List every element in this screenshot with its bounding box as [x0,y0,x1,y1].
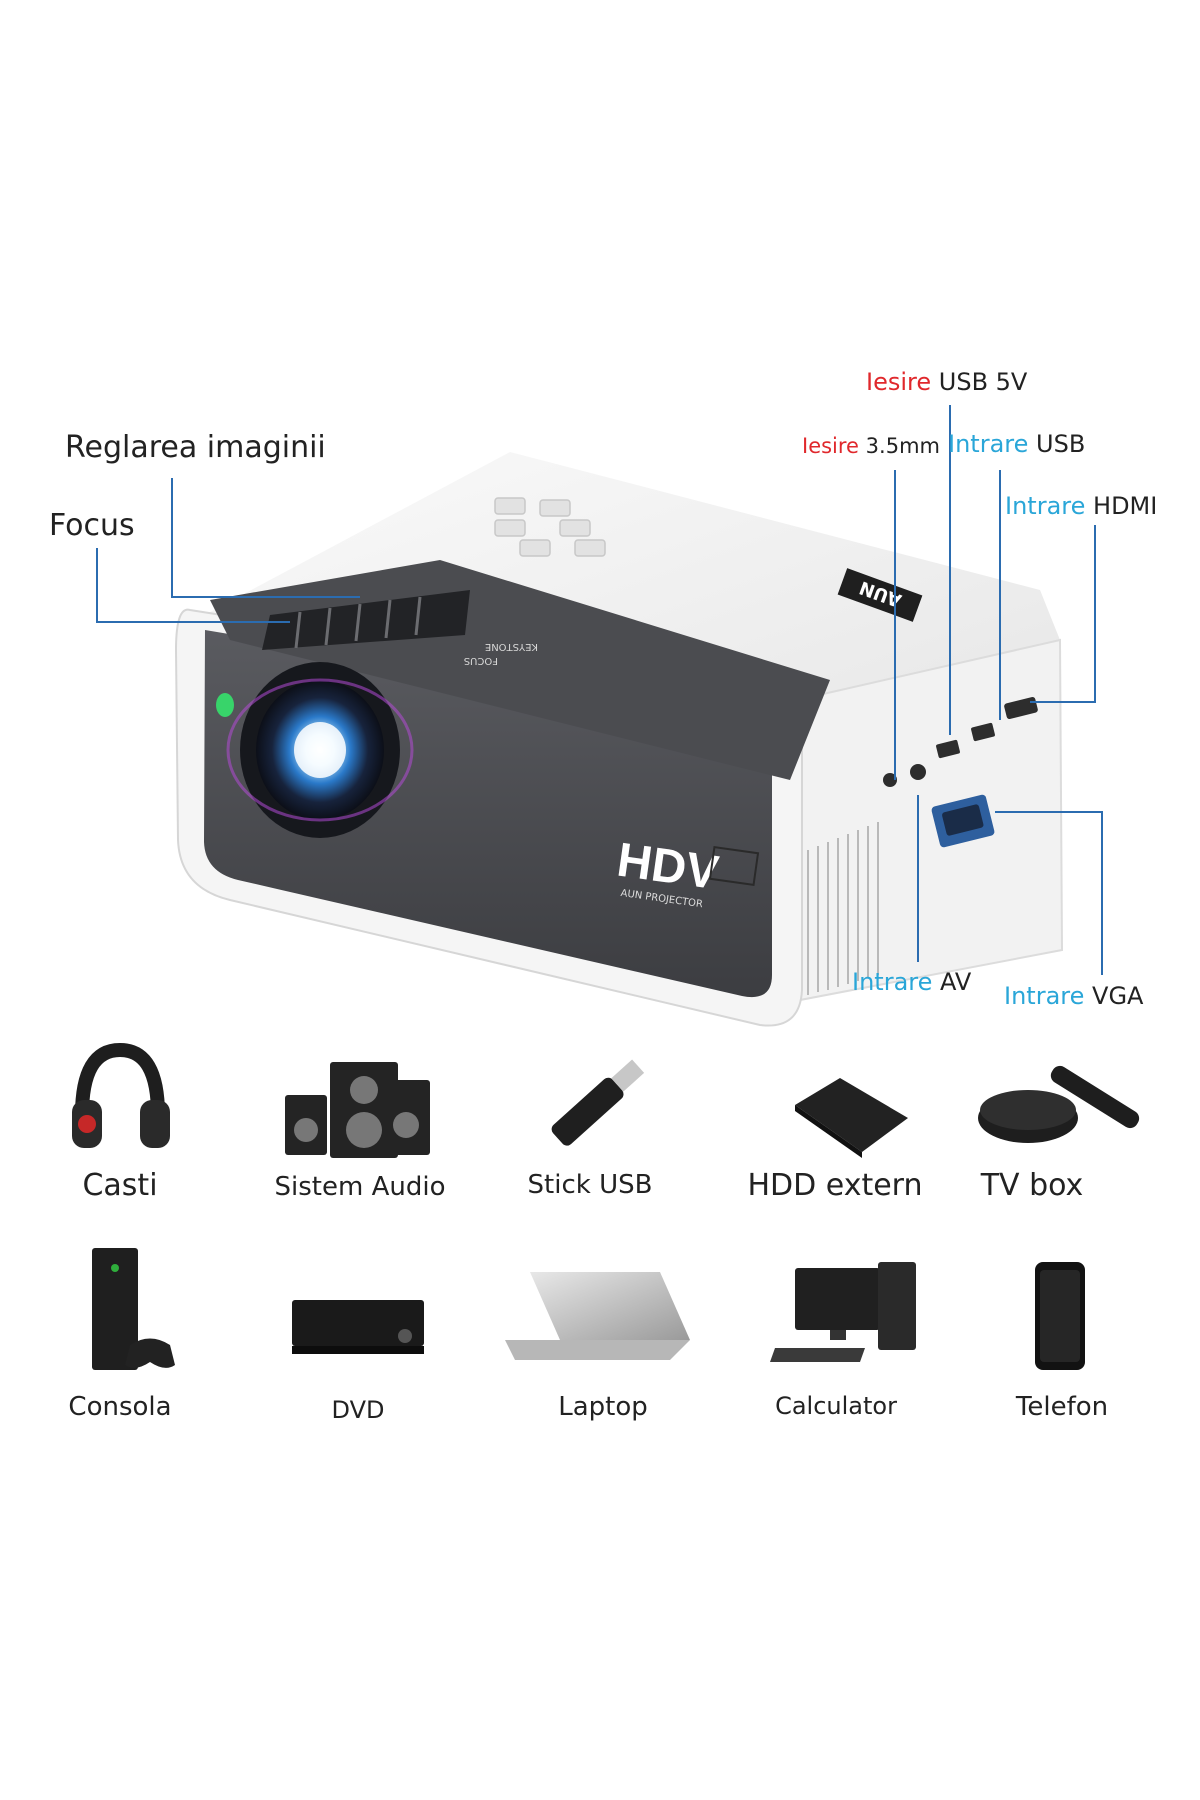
callout-usb-5v-prefix: Iesire [866,368,932,396]
laptop-icon [505,1272,690,1360]
device-label-computer: Calculator [775,1392,897,1420]
callout-usb-5v-output: Iesire USB 5V [866,368,1027,396]
callout-usb-input: Intrare USB [948,430,1085,458]
callout-focus: Focus [49,508,135,543]
callout-hdmi-rest: HDMI [1093,492,1158,520]
callout-vga-rest: VGA [1092,982,1144,1010]
device-label-console: Consola [68,1392,172,1422]
desktop-computer-icon [770,1262,916,1362]
device-label-tv-box: TV box [980,1168,1084,1203]
callout-image-adjust: Reglarea imaginii [65,430,326,465]
callout-av-rest: AV [940,968,972,996]
game-console-icon [92,1248,175,1370]
callout-audio-output: Iesire 3.5mm [802,434,940,458]
callout-av-input: Intrare AV [852,968,971,996]
callout-av-prefix: Intrare [852,968,933,996]
device-label-laptop: Laptop [558,1392,648,1422]
keystone-text: KEYSTONE [485,641,538,652]
device-label-external-hdd: HDD extern [747,1168,923,1203]
tv-box-icon [978,1065,1140,1143]
callout-hdmi-input: Intrare HDMI [1005,492,1157,520]
callout-usb-input-prefix: Intrare [948,430,1029,458]
top-buttons [494,497,606,557]
callout-audio-rest: 3.5mm [865,434,940,458]
ports [883,697,1038,848]
lens [216,662,414,838]
side-vents [807,822,879,995]
external-hdd-icon [795,1078,908,1158]
leader-lines [96,405,1103,975]
smartphone-icon [1035,1262,1085,1370]
callout-usb-input-rest: USB [1036,430,1086,458]
device-label-headphones: Casti [82,1168,158,1203]
callout-audio-prefix: Iesire [802,434,859,458]
device-label-audio-system: Sistem Audio [274,1172,446,1202]
dvd-player-icon [292,1300,424,1354]
callout-vga-input: Intrare VGA [1004,982,1143,1010]
usb-stick-icon [551,1059,645,1146]
callout-usb-5v-rest: USB 5V [938,368,1028,396]
callout-hdmi-prefix: Intrare [1005,492,1086,520]
projector-illustration: KEYSTONE FOCUS AUN [174,452,1064,1027]
focus-panel-text: FOCUS [464,655,498,666]
device-label-phone: Telefon [1015,1392,1109,1422]
device-label-dvd: DVD [331,1396,385,1424]
callout-vga-prefix: Intrare [1004,982,1085,1010]
device-label-usb-stick: Stick USB [527,1170,653,1200]
focus-wheel [262,590,470,650]
speaker-system-icon [285,1062,430,1158]
headphones-icon [72,1042,170,1148]
